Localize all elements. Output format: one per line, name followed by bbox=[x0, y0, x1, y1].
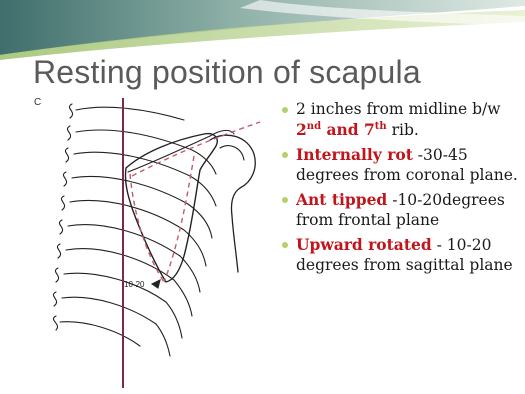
bullet-text-end: rib. bbox=[387, 121, 419, 139]
bullet-emphasis: Internally rot bbox=[296, 145, 413, 164]
bullet-dot bbox=[282, 242, 288, 248]
scapula-illustration bbox=[34, 96, 262, 390]
bullet-emphasis: Ant tipped bbox=[296, 190, 387, 209]
bullet-list: 2 inches from midline b/w 2nd and 7th ri… bbox=[282, 100, 522, 280]
bullet-anterior-tipping: Ant tipped -10-20degrees from frontal pl… bbox=[282, 190, 522, 230]
rib-7-number: and 7 bbox=[321, 120, 375, 139]
bullet-dot bbox=[282, 152, 288, 158]
bullet-midline-ribs: 2 inches from midline b/w 2nd and 7th ri… bbox=[282, 100, 522, 140]
bullet-dot bbox=[282, 197, 288, 203]
rib-7-suffix: th bbox=[375, 120, 387, 131]
panel-letter: C bbox=[34, 97, 41, 108]
rib-range-emphasis: 2nd and 7th bbox=[296, 120, 387, 139]
bullet-internal-rotation: Internally rot -30-45 degrees from coron… bbox=[282, 145, 522, 185]
bullet-dot bbox=[282, 107, 288, 113]
rib-2-number: 2 bbox=[296, 120, 307, 139]
angle-label: 10-20 bbox=[124, 280, 144, 289]
rib-2-suffix: nd bbox=[307, 120, 321, 131]
bullet-text: 2 inches from midline b/w bbox=[296, 100, 501, 118]
slide-title: Resting position of scapula bbox=[33, 54, 421, 91]
header-swoosh bbox=[0, 0, 525, 60]
bullet-upward-rotation: Upward rotated - 10-20 degrees from sagi… bbox=[282, 235, 522, 275]
bullet-emphasis: Upward rotated bbox=[296, 235, 432, 254]
